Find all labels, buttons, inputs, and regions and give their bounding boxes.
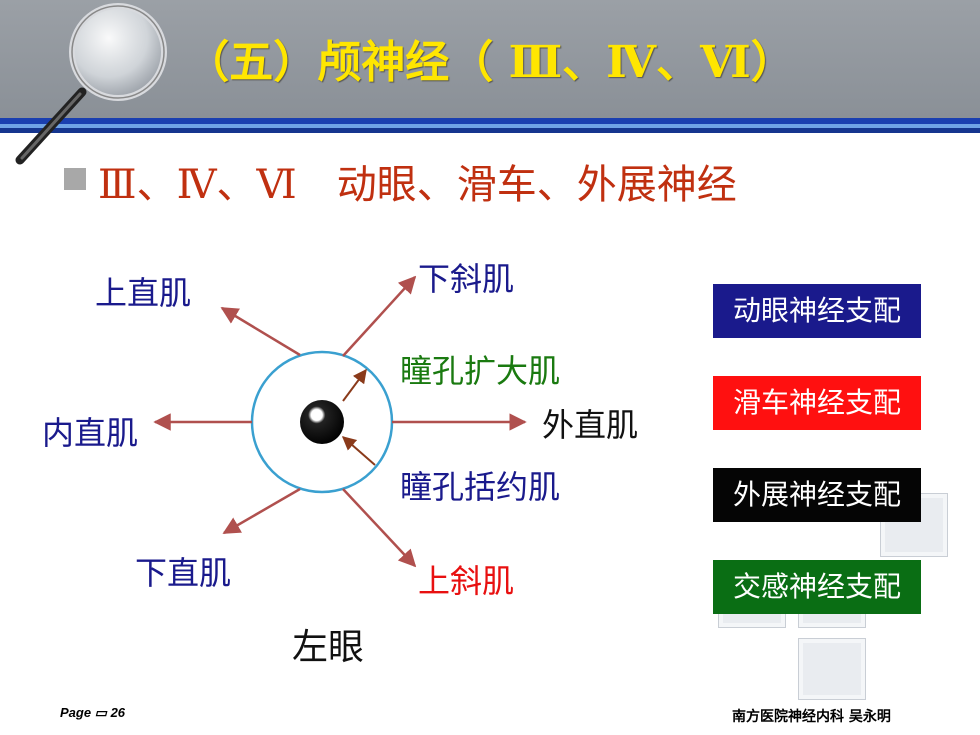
title-divider [0, 118, 980, 124]
legend-abducens: 外展神经支配 [713, 468, 921, 522]
arrow-superior-rectus [220, 306, 301, 357]
title-divider-highlight [0, 124, 980, 128]
label-lateral-rectus: 外直肌 [542, 406, 639, 444]
label-pupil-sphincter: 瞳孔括约肌 [400, 468, 561, 506]
label-left-eye: 左眼 [292, 627, 365, 668]
arrow-superior-oblique [342, 488, 417, 568]
label-pupil-dilator: 瞳孔扩大肌 [400, 352, 561, 390]
label-inferior-rectus: 下直肌 [135, 554, 232, 592]
page-title: （五）颅神经（ Ⅲ、Ⅳ、Ⅵ） [185, 37, 795, 88]
title-divider-dark [0, 128, 980, 133]
magnifier-icon [15, 3, 167, 165]
bullet-square [64, 168, 86, 190]
page-number: Page ▭ 26 [60, 705, 126, 720]
decorative-square [798, 638, 866, 700]
legend-sympathetic: 交感神经支配 [713, 560, 921, 614]
arrow-pupil-sphincter [341, 436, 376, 466]
arrow-pupil-dilator [342, 368, 367, 402]
label-inferior-oblique: 下斜肌 [418, 260, 515, 298]
pupil-icon [300, 400, 344, 444]
arrow-inferior-oblique [342, 275, 417, 357]
label-superior-oblique: 上斜肌 [418, 562, 515, 600]
footer-credit: 南方医院神经内科 吴永明 [732, 709, 891, 725]
label-medial-rectus: 内直肌 [42, 414, 139, 452]
bullet-heading: Ⅲ、Ⅳ、Ⅵ 动眼、滑车、外展神经 [98, 162, 737, 208]
legend-oculomotor: 动眼神经支配 [713, 284, 921, 338]
legend-trochlear: 滑车神经支配 [713, 376, 921, 430]
label-superior-rectus: 上直肌 [95, 274, 192, 312]
arrow-inferior-rectus [222, 487, 301, 535]
